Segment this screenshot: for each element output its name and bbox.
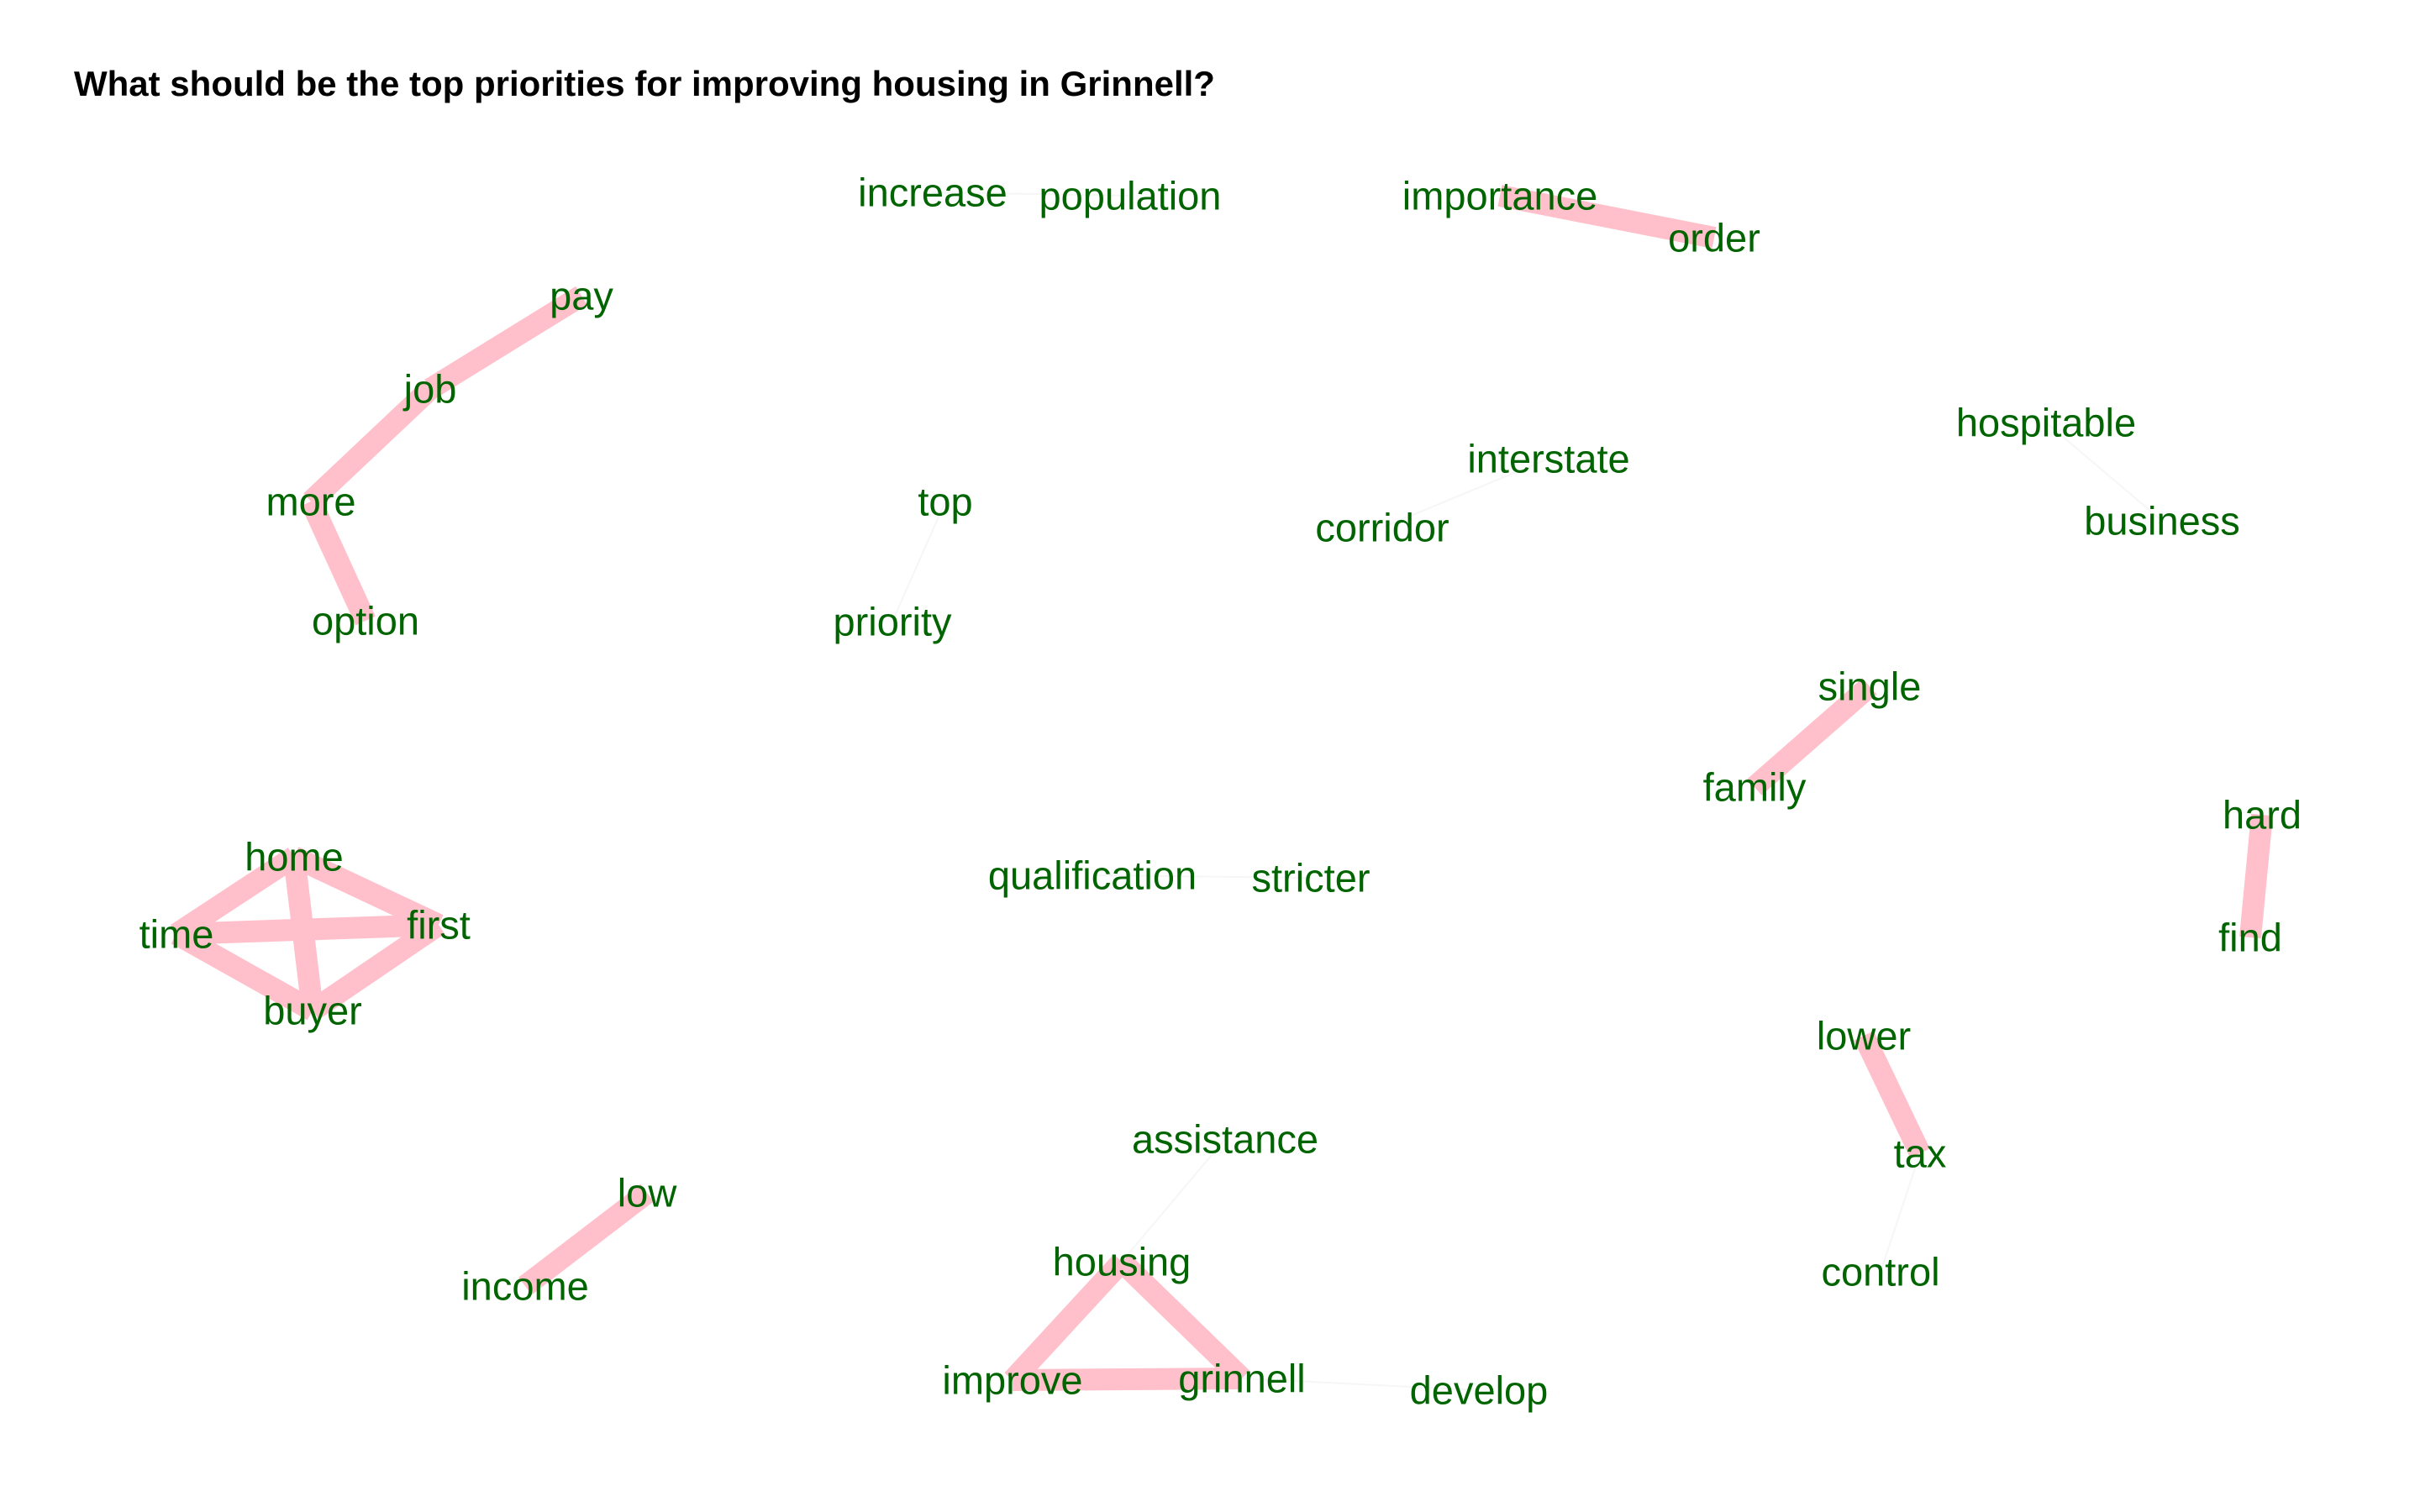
edge-time-buyer: [171, 924, 318, 1021]
node-label-low: low: [618, 1171, 678, 1215]
edge-home-time: [170, 848, 301, 943]
node-label-stricter: stricter: [1252, 856, 1370, 900]
label-layer: increase population importance order pay job m…: [139, 171, 2302, 1413]
edge-improve-grinnell: [1012, 1368, 1243, 1391]
edge-low-income: [518, 1184, 654, 1295]
edge-interstate-corridor: [1381, 458, 1549, 528]
node-label-interstate: interstate: [1467, 437, 1629, 481]
node-label-qualification: qualification: [988, 853, 1197, 898]
node-label-option: option: [312, 599, 419, 643]
node-label-income: income: [461, 1264, 589, 1309]
edge-hospitable-business: [2045, 422, 2163, 522]
node-label-business: business: [2084, 499, 2240, 543]
node-label-priority: priority: [833, 600, 952, 644]
edge-housing-improve: [1004, 1254, 1130, 1388]
edge-hard-find: [2239, 813, 2273, 939]
node-label-importance: importance: [1402, 174, 1598, 218]
node-label-single: single: [1818, 664, 1922, 709]
node-label-tax: tax: [1894, 1131, 1947, 1176]
node-label-hospitable: hospitable: [1956, 401, 2136, 445]
edge-qualification-stricter: [1092, 874, 1312, 879]
node-label-increase: increase: [858, 171, 1007, 215]
node-label-hard: hard: [2223, 793, 2302, 837]
edge-more-option: [301, 496, 376, 626]
node-label-develop: develop: [1410, 1368, 1549, 1413]
edge-layer: [170, 185, 2273, 1391]
node-label-first: first: [407, 903, 471, 948]
edge-first-buyer: [306, 916, 445, 1020]
edge-lower-tax: [1854, 1031, 1930, 1158]
node-label-find: find: [2218, 916, 2282, 960]
node-label-family: family: [1703, 765, 1807, 810]
edge-increase-population: [932, 192, 1131, 197]
edge-assistance-housing: [1121, 1138, 1226, 1263]
edge-home-first: [289, 847, 444, 935]
edge-housing-grinnell: [1113, 1253, 1250, 1387]
node-label-lower: lower: [1817, 1014, 1911, 1058]
edge-tax-control: [1880, 1152, 1921, 1273]
edge-grinnell-develop: [1241, 1378, 1480, 1391]
node-label-corridor: corridor: [1315, 506, 1449, 550]
node-label-improve: improve: [942, 1358, 1082, 1403]
node-label-housing: housing: [1053, 1240, 1192, 1284]
edge-importance-order: [1497, 185, 1717, 249]
node-label-control: control: [1821, 1250, 1939, 1294]
edge-top-priority: [892, 501, 946, 622]
node-label-time: time: [139, 912, 214, 957]
node-label-pay: pay: [550, 274, 613, 318]
node-label-more: more: [266, 480, 355, 524]
node-label-job: job: [402, 367, 457, 412]
node-label-assistance: assistance: [1132, 1117, 1318, 1162]
node-label-grinnell: grinnell: [1178, 1357, 1306, 1401]
edge-single-family: [1747, 678, 1877, 795]
node-label-order: order: [1668, 216, 1760, 260]
edge-pay-job: [424, 286, 587, 399]
node-label-home: home: [245, 835, 344, 879]
chart-title: What should be the top priorities for im…: [74, 64, 1215, 103]
node-label-top: top: [918, 480, 972, 524]
edge-job-more: [303, 381, 438, 510]
edge-time-first: [176, 914, 439, 945]
node-label-buyer: buyer: [263, 989, 362, 1033]
node-label-population: population: [1039, 174, 1222, 218]
